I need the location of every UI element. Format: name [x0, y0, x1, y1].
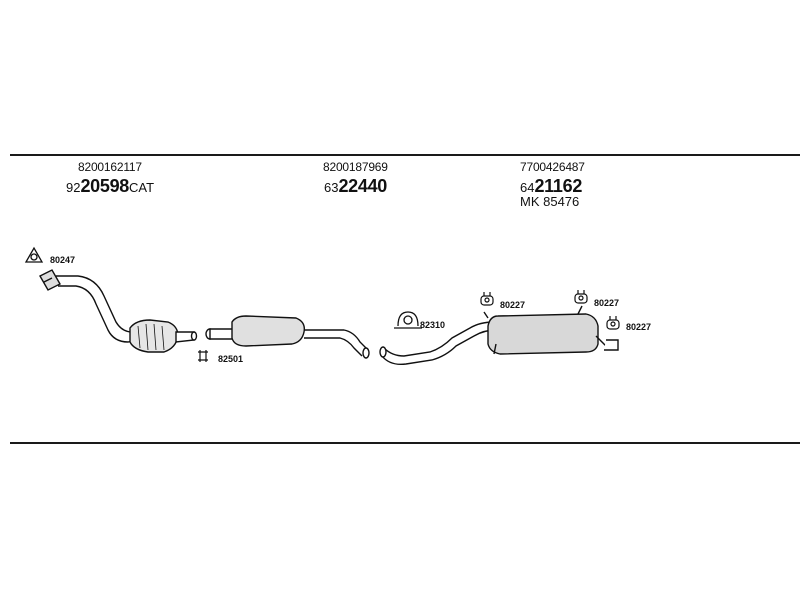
callout-clamp-front: 82501	[218, 354, 244, 364]
part-number-front: 9220598CAT	[66, 176, 154, 197]
part-main: 20598	[80, 176, 130, 196]
clamp-icon	[198, 350, 208, 362]
ref-number-front: 8200162117	[78, 160, 142, 174]
clamp-u-icon	[394, 311, 422, 329]
part-main: 22440	[338, 176, 388, 196]
part-main: 21162	[534, 176, 583, 196]
hanger-icon	[574, 290, 588, 304]
mounting-kit-number: MK 85476	[520, 194, 580, 209]
part-prefix: 92	[66, 180, 81, 195]
gasket-icon	[24, 246, 44, 263]
callout-hanger-3: 80227	[626, 322, 652, 332]
rear-silencer-icon	[379, 305, 619, 366]
part-number-middle: 6322440	[324, 176, 387, 197]
front-pipe-icon	[39, 269, 198, 353]
middle-silencer-icon	[205, 315, 370, 359]
hanger-icon	[606, 316, 620, 330]
ref-number-middle: 8200187969	[323, 160, 388, 174]
callout-hanger-1: 80227	[500, 300, 526, 310]
bottom-rule	[10, 442, 800, 444]
callout-clamp-mid: 82310	[420, 320, 446, 330]
part-prefix: 63	[324, 180, 339, 195]
callout-hanger-2: 80227	[594, 298, 620, 308]
ref-number-rear: 7700426487	[520, 160, 585, 174]
part-number-rear: 6421162	[520, 176, 582, 197]
hanger-icon	[480, 292, 494, 306]
callout-gasket: 80247	[50, 255, 76, 265]
part-suffix: CAT	[129, 180, 155, 195]
top-rule	[10, 154, 800, 156]
part-prefix: 64	[520, 180, 535, 195]
